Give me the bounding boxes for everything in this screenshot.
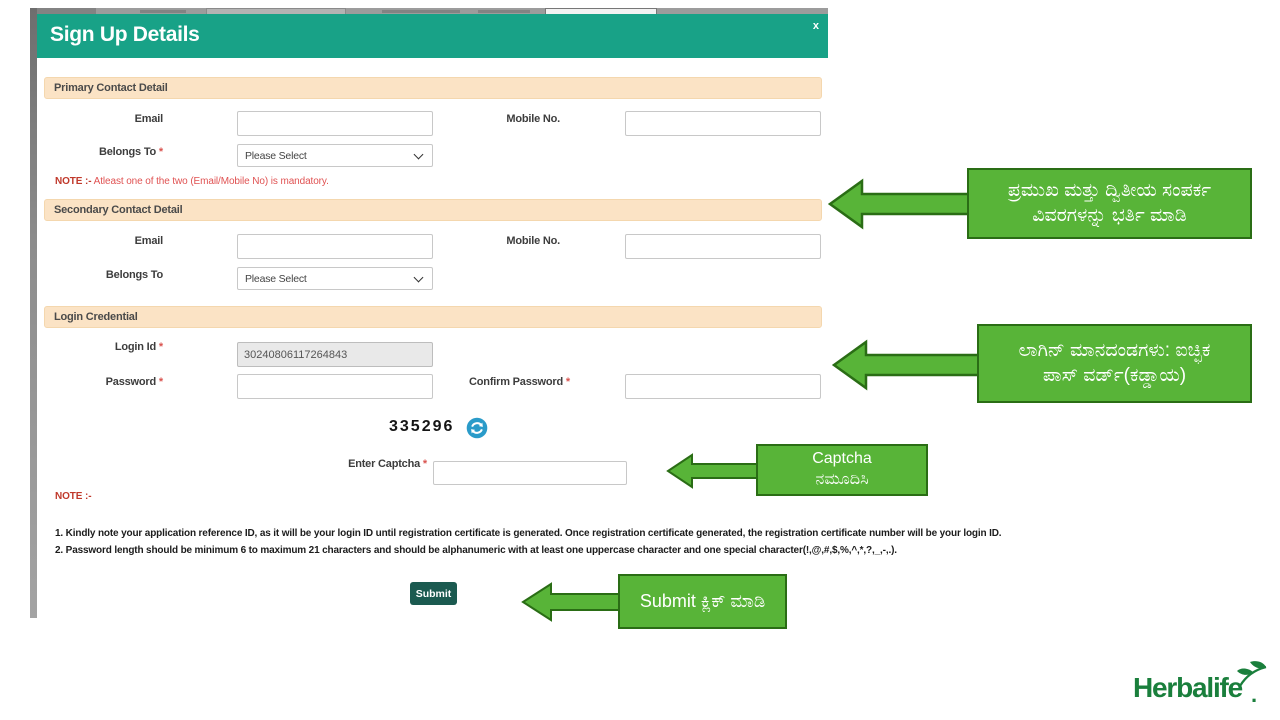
secondary-email-input[interactable] <box>237 234 433 259</box>
annotation-box: Submit ಕ್ಲಿಕ್ ಮಾಡಿ <box>618 574 787 629</box>
herbalife-logo: Herbalife . <box>1133 661 1273 708</box>
password-label: Password * <box>105 376 164 388</box>
background-page-text <box>478 10 530 13</box>
primary-email-input[interactable] <box>237 111 433 136</box>
primary-mobile-input[interactable] <box>625 111 821 136</box>
captcha-code: 335296 <box>389 418 455 435</box>
annotation-submit: Submit ಕ್ಲಿಕ್ ಮಾಡಿ <box>521 574 787 630</box>
select-value: Please Select <box>245 273 307 285</box>
primary-mobile-label: Mobile No. <box>506 113 560 125</box>
section-title: Secondary Contact Detail <box>54 204 183 216</box>
login-id-label: Login Id * <box>114 341 163 353</box>
signup-details-modal: Sign Up Details x Primary Contact Detail… <box>37 14 1002 615</box>
login-id-input[interactable] <box>237 342 433 367</box>
arrow-left-icon <box>828 178 970 230</box>
modal-title: Sign Up Details <box>50 23 200 46</box>
annotation-box: ಲಾಗಿನ್ ಮಾನದಂಡಗಳು: ಐಚ್ಛಿಕ ಪಾಸ್ ವರ್ಡ್(ಕಡ್ಡ… <box>977 324 1252 403</box>
bottom-note-heading: NOTE :- <box>55 491 92 502</box>
close-icon[interactable]: x <box>812 20 819 32</box>
section-primary-contact: Primary Contact Detail <box>44 77 822 99</box>
arrow-left-icon <box>666 453 760 489</box>
secondary-mobile-input[interactable] <box>625 234 821 259</box>
background-page-left-strip <box>30 8 37 618</box>
submit-button[interactable]: Submit <box>410 582 457 605</box>
select-value: Please Select <box>245 150 307 162</box>
leaf-icon <box>1237 661 1267 687</box>
annotation-captcha: Captcha ನಮೂದಿಸಿ <box>666 444 928 500</box>
primary-email-label: Email <box>134 113 164 125</box>
enter-captcha-input[interactable] <box>433 461 627 485</box>
annotation-contact-details: ಪ್ರಮುಖ ಮತ್ತು ದ್ವಿತೀಯ ಸಂಪರ್ಕ ವಿವರಗಳನ್ನು ಭ… <box>828 168 1252 240</box>
section-title: Primary Contact Detail <box>54 82 168 94</box>
secondary-belongs-label: Belongs To <box>105 269 163 281</box>
bottom-note-1: 1. Kindly note your application referenc… <box>55 528 1002 539</box>
section-title: Login Credential <box>54 311 138 323</box>
section-login-credential: Login Credential <box>44 306 822 328</box>
secondary-belongs-select[interactable]: Please Select <box>237 267 433 290</box>
confirm-password-label: Confirm Password * <box>469 376 570 388</box>
arrow-left-icon <box>832 339 980 391</box>
arrow-left-icon <box>521 582 621 622</box>
background-page-text <box>140 10 186 13</box>
primary-belongs-select[interactable]: Please Select <box>237 144 433 167</box>
chevron-down-icon <box>413 149 424 160</box>
enter-captcha-label: Enter Captcha * <box>348 458 427 470</box>
annotation-login-criteria: ಲಾಗಿನ್ ಮಾನದಂಡಗಳು: ಐಚ್ಛಿಕ ಪಾಸ್ ವರ್ಡ್(ಕಡ್ಡ… <box>832 324 1252 404</box>
annotation-box: ಪ್ರಮುಖ ಮತ್ತು ದ್ವಿತೀಯ ಸಂಪರ್ಕ ವಿವರಗಳನ್ನು ಭ… <box>967 168 1252 239</box>
annotation-box: Captcha ನಮೂದಿಸಿ <box>756 444 928 496</box>
background-page-text <box>382 10 460 13</box>
modal-header: Sign Up Details x <box>37 14 828 58</box>
logo-text: Herbalife <box>1133 672 1243 703</box>
bottom-note-2: 2. Password length should be minimum 6 t… <box>55 545 897 556</box>
chevron-down-icon <box>413 272 424 283</box>
secondary-mobile-label: Mobile No. <box>506 235 560 247</box>
password-input[interactable] <box>237 374 433 399</box>
confirm-password-input[interactable] <box>625 374 821 399</box>
secondary-email-label: Email <box>134 235 164 247</box>
section-secondary-contact: Secondary Contact Detail <box>44 199 822 221</box>
refresh-icon[interactable] <box>466 417 488 439</box>
background-page-tab <box>30 8 96 15</box>
logo-dot: . <box>1251 682 1258 707</box>
primary-mandatory-note: NOTE :- Atleast one of the two (Email/Mo… <box>55 176 329 187</box>
primary-belongs-label: Belongs To * <box>98 146 163 158</box>
